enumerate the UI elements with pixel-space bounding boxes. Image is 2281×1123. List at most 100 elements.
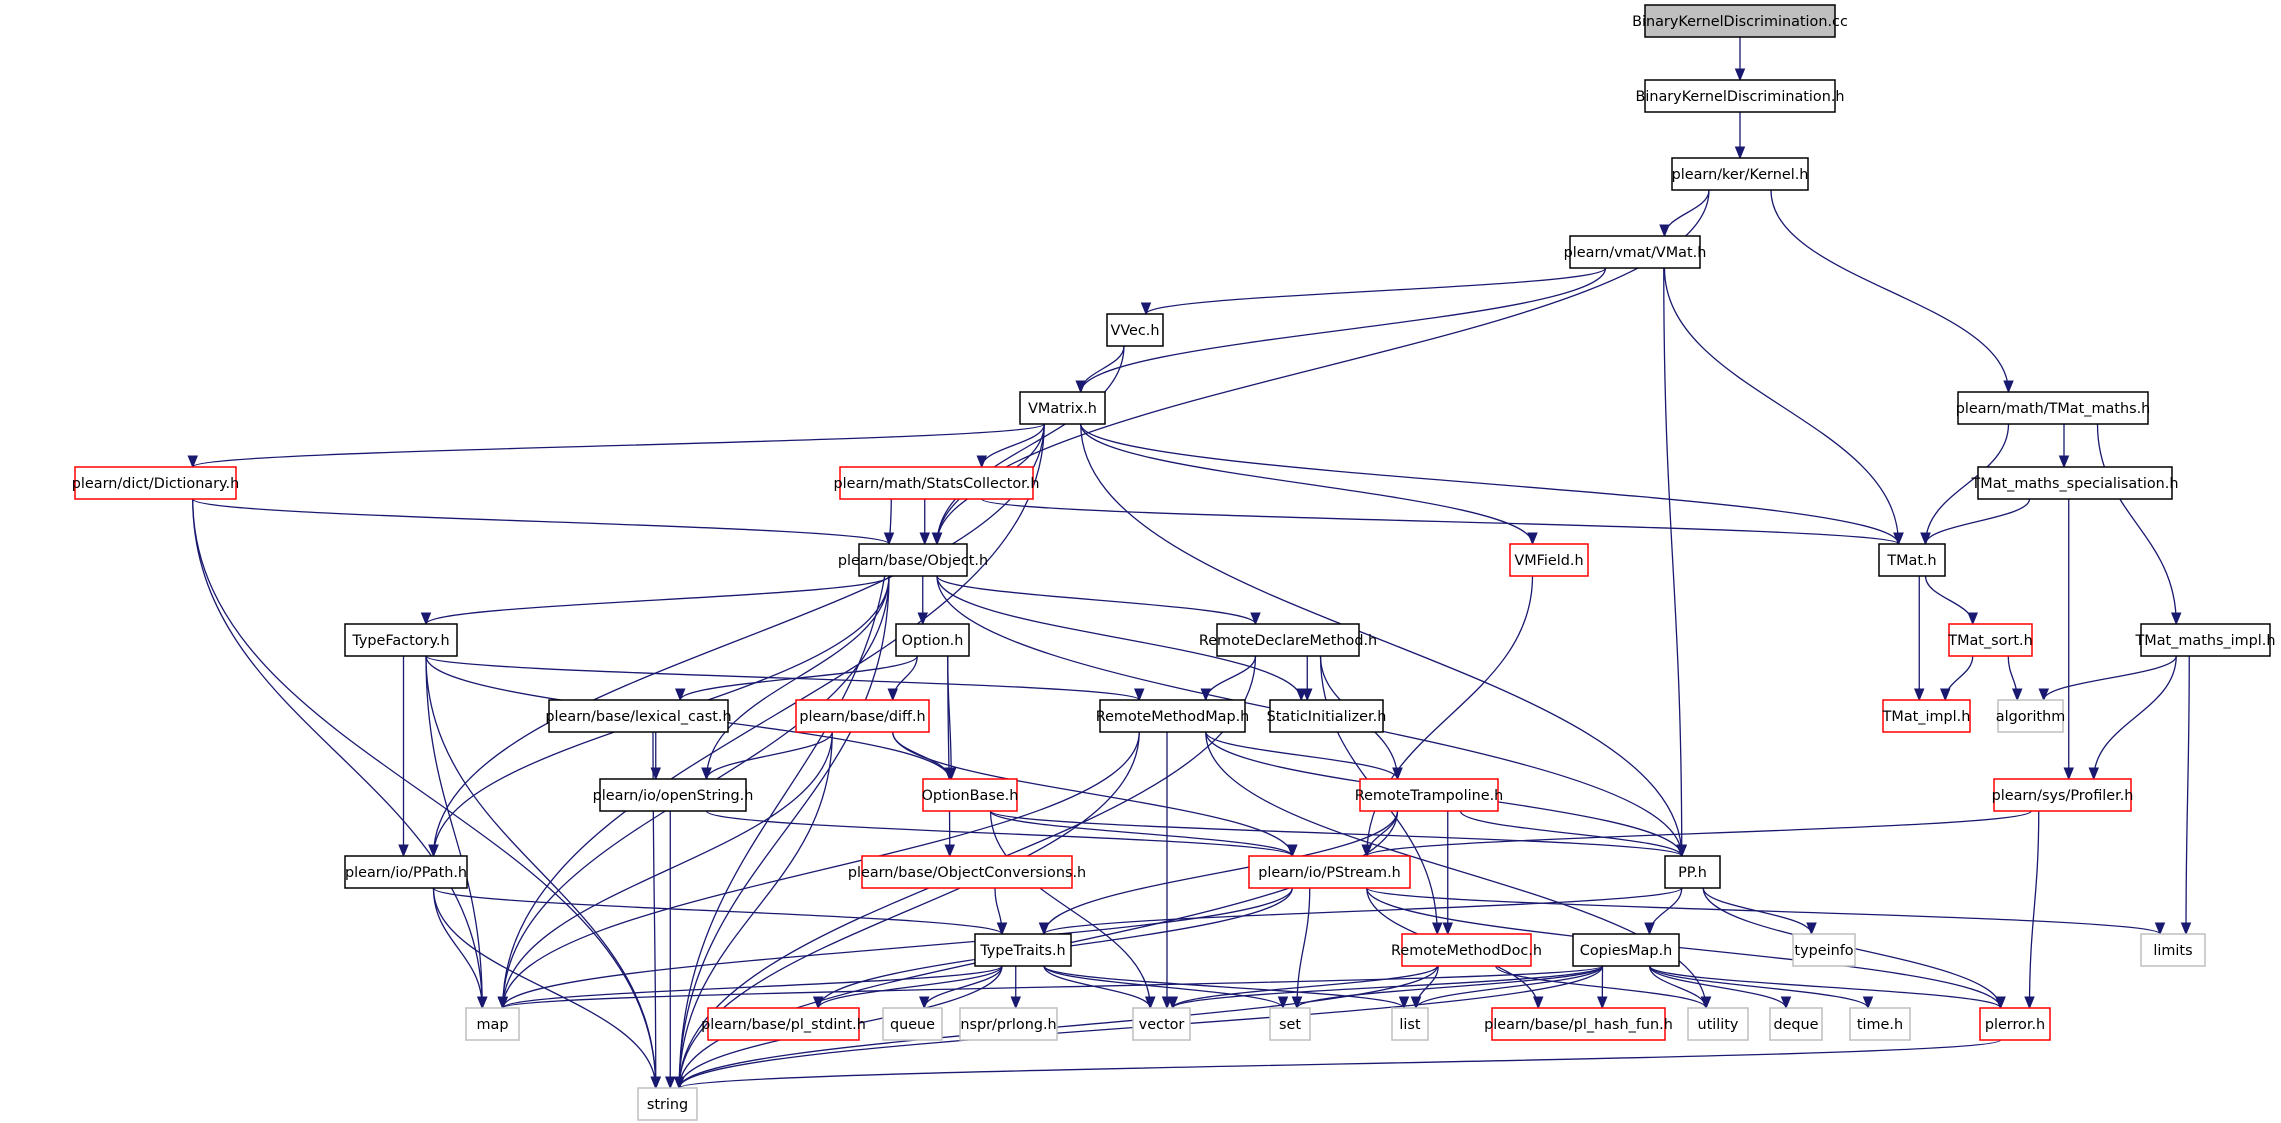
file-node[interactable]: time.h	[1849, 1007, 1911, 1041]
file-node[interactable]: plearn/base/pl_stdint.h	[701, 1007, 866, 1041]
file-node[interactable]: typeinfo	[1792, 933, 1856, 967]
dependency-arrow	[931, 345, 1125, 546]
file-node-box	[1019, 391, 1106, 425]
file-node[interactable]: TMat_sort.h	[1947, 623, 2033, 657]
file-node[interactable]: plearn/base/pl_hash_fun.h	[1484, 1007, 1673, 1041]
file-node-box	[1792, 933, 1856, 967]
file-node[interactable]: list	[1391, 1007, 1429, 1041]
dependency-arrow	[2007, 655, 2023, 702]
dependency-edge	[2093, 655, 2177, 780]
file-node[interactable]: TMat_maths_impl.h	[2135, 623, 2276, 657]
file-node[interactable]: plearn/dict/Dictionary.h	[72, 466, 239, 500]
file-node[interactable]: plearn/io/PPath.h	[344, 855, 468, 889]
file-node[interactable]: OptionBase.h	[922, 778, 1019, 812]
arrowhead	[420, 612, 432, 626]
file-node[interactable]: BinaryKernelDiscrimination.cc	[1632, 4, 1848, 38]
file-node[interactable]: VMField.h	[1509, 543, 1589, 577]
file-node-label: deque	[1773, 1017, 1818, 1033]
file-node[interactable]: plearn/sys/Profiler.h	[1992, 778, 2134, 812]
file-node[interactable]: set	[1269, 1007, 1311, 1041]
file-node-label: limits	[2153, 943, 2192, 959]
file-node[interactable]: StaticInitializer.h	[1267, 699, 1387, 733]
file-node[interactable]: Option.h	[895, 623, 970, 657]
file-node-box	[1769, 1007, 1823, 1041]
file-node-box	[1106, 313, 1164, 347]
file-node[interactable]: map	[465, 1007, 520, 1041]
file-node[interactable]: vector	[1132, 1007, 1191, 1041]
dependency-arrow	[919, 499, 930, 546]
arrowhead	[701, 767, 712, 781]
dependency-edge	[936, 345, 1125, 545]
dependency-arrow	[1442, 811, 1453, 936]
arrowhead	[2003, 380, 2014, 394]
arrowhead	[1250, 612, 1261, 626]
file-node[interactable]: plearn/io/PStream.h	[1248, 855, 1411, 889]
file-node[interactable]: plearn/base/ObjectConversions.h	[848, 855, 1086, 889]
dependency-edge	[1205, 731, 1399, 780]
dependency-arrow	[813, 965, 1003, 1010]
file-node[interactable]: plearn/vmat/VMat.h	[1564, 235, 1707, 269]
dependency-edge	[679, 655, 918, 701]
file-node[interactable]: queue	[882, 1007, 943, 1041]
file-node[interactable]: TypeFactory.h	[344, 623, 458, 657]
file-node[interactable]: plearn/base/diff.h	[795, 699, 930, 733]
file-node-label: TMat_maths_specialisation.h	[1971, 476, 2179, 492]
dependency-arrow	[936, 575, 1261, 626]
file-node[interactable]: plearn/math/StatsCollector.h	[834, 466, 1040, 500]
dependency-edge	[2043, 655, 2177, 701]
file-node-box	[1979, 1007, 2051, 1041]
file-node[interactable]: BinaryKernelDiscrimination.h	[1635, 79, 1845, 113]
dependency-arrow	[892, 731, 955, 781]
file-node-box	[1099, 699, 1246, 733]
file-node[interactable]: RemoteMethodMap.h	[1096, 699, 1250, 733]
file-node[interactable]: utility	[1687, 1007, 1749, 1041]
file-node[interactable]: plearn/io/openString.h	[593, 778, 754, 812]
dependency-arrow	[665, 810, 676, 1090]
file-node-box	[1391, 1007, 1429, 1041]
file-node[interactable]: plearn/base/Object.h	[838, 543, 988, 577]
file-node[interactable]: string	[637, 1087, 698, 1121]
file-node[interactable]: plearn/base/lexical_cast.h	[545, 699, 732, 733]
arrowhead	[2063, 767, 2074, 781]
file-node-box	[895, 623, 970, 657]
file-node[interactable]: TMat.h	[1878, 543, 1946, 577]
file-node[interactable]: nspr/prlong.h	[959, 1007, 1058, 1041]
file-node[interactable]: VVec.h	[1106, 313, 1164, 347]
file-node-label: plearn/dict/Dictionary.h	[72, 476, 239, 492]
file-node[interactable]: CopiesMap.h	[1572, 933, 1680, 967]
dependency-edge	[947, 655, 951, 857]
dependency-edge	[2185, 655, 2190, 935]
file-node-box	[1671, 157, 1809, 191]
dependency-edge	[1366, 810, 2032, 857]
file-node[interactable]: TMat_impl.h	[1882, 699, 1971, 733]
file-node[interactable]: VMatrix.h	[1019, 391, 1106, 425]
arrowhead	[944, 767, 955, 781]
arrowhead	[2154, 922, 2166, 936]
dependency-edge	[1663, 267, 1683, 857]
file-node[interactable]: deque	[1769, 1007, 1823, 1041]
file-node[interactable]: TMat_maths_specialisation.h	[1971, 466, 2179, 500]
dependency-edge	[1043, 810, 1399, 935]
file-node[interactable]: PP.h	[1664, 855, 1721, 889]
file-node[interactable]: RemoteMethodDoc.h	[1391, 933, 1542, 967]
file-node[interactable]: RemoteTrampoline.h	[1355, 778, 1504, 812]
file-node-box	[2140, 933, 2206, 967]
arrowhead	[1676, 844, 1687, 858]
file-node[interactable]: plearn/ker/Kernel.h	[1671, 157, 1809, 191]
file-node-label: StaticInitializer.h	[1267, 709, 1387, 725]
arrowhead	[2024, 996, 2035, 1010]
file-node[interactable]: limits	[2140, 933, 2206, 967]
file-node[interactable]: RemoteDeclareMethod.h	[1199, 623, 1377, 657]
dependency-edge	[192, 498, 483, 1009]
arrowhead	[1361, 844, 1372, 858]
file-node-label: BinaryKernelDiscrimination.cc	[1632, 14, 1848, 30]
arrowhead	[1995, 996, 2006, 1010]
file-node[interactable]: algorithm	[1996, 699, 2065, 733]
arrowhead	[887, 688, 898, 702]
file-node[interactable]: TypeTraits.h	[974, 933, 1072, 967]
file-node[interactable]: plerror.h	[1979, 1007, 2051, 1041]
dependency-arrow	[1366, 887, 2166, 936]
dependency-edge	[1924, 498, 2031, 545]
file-node[interactable]: plearn/math/TMat_maths.h	[1956, 391, 2151, 425]
